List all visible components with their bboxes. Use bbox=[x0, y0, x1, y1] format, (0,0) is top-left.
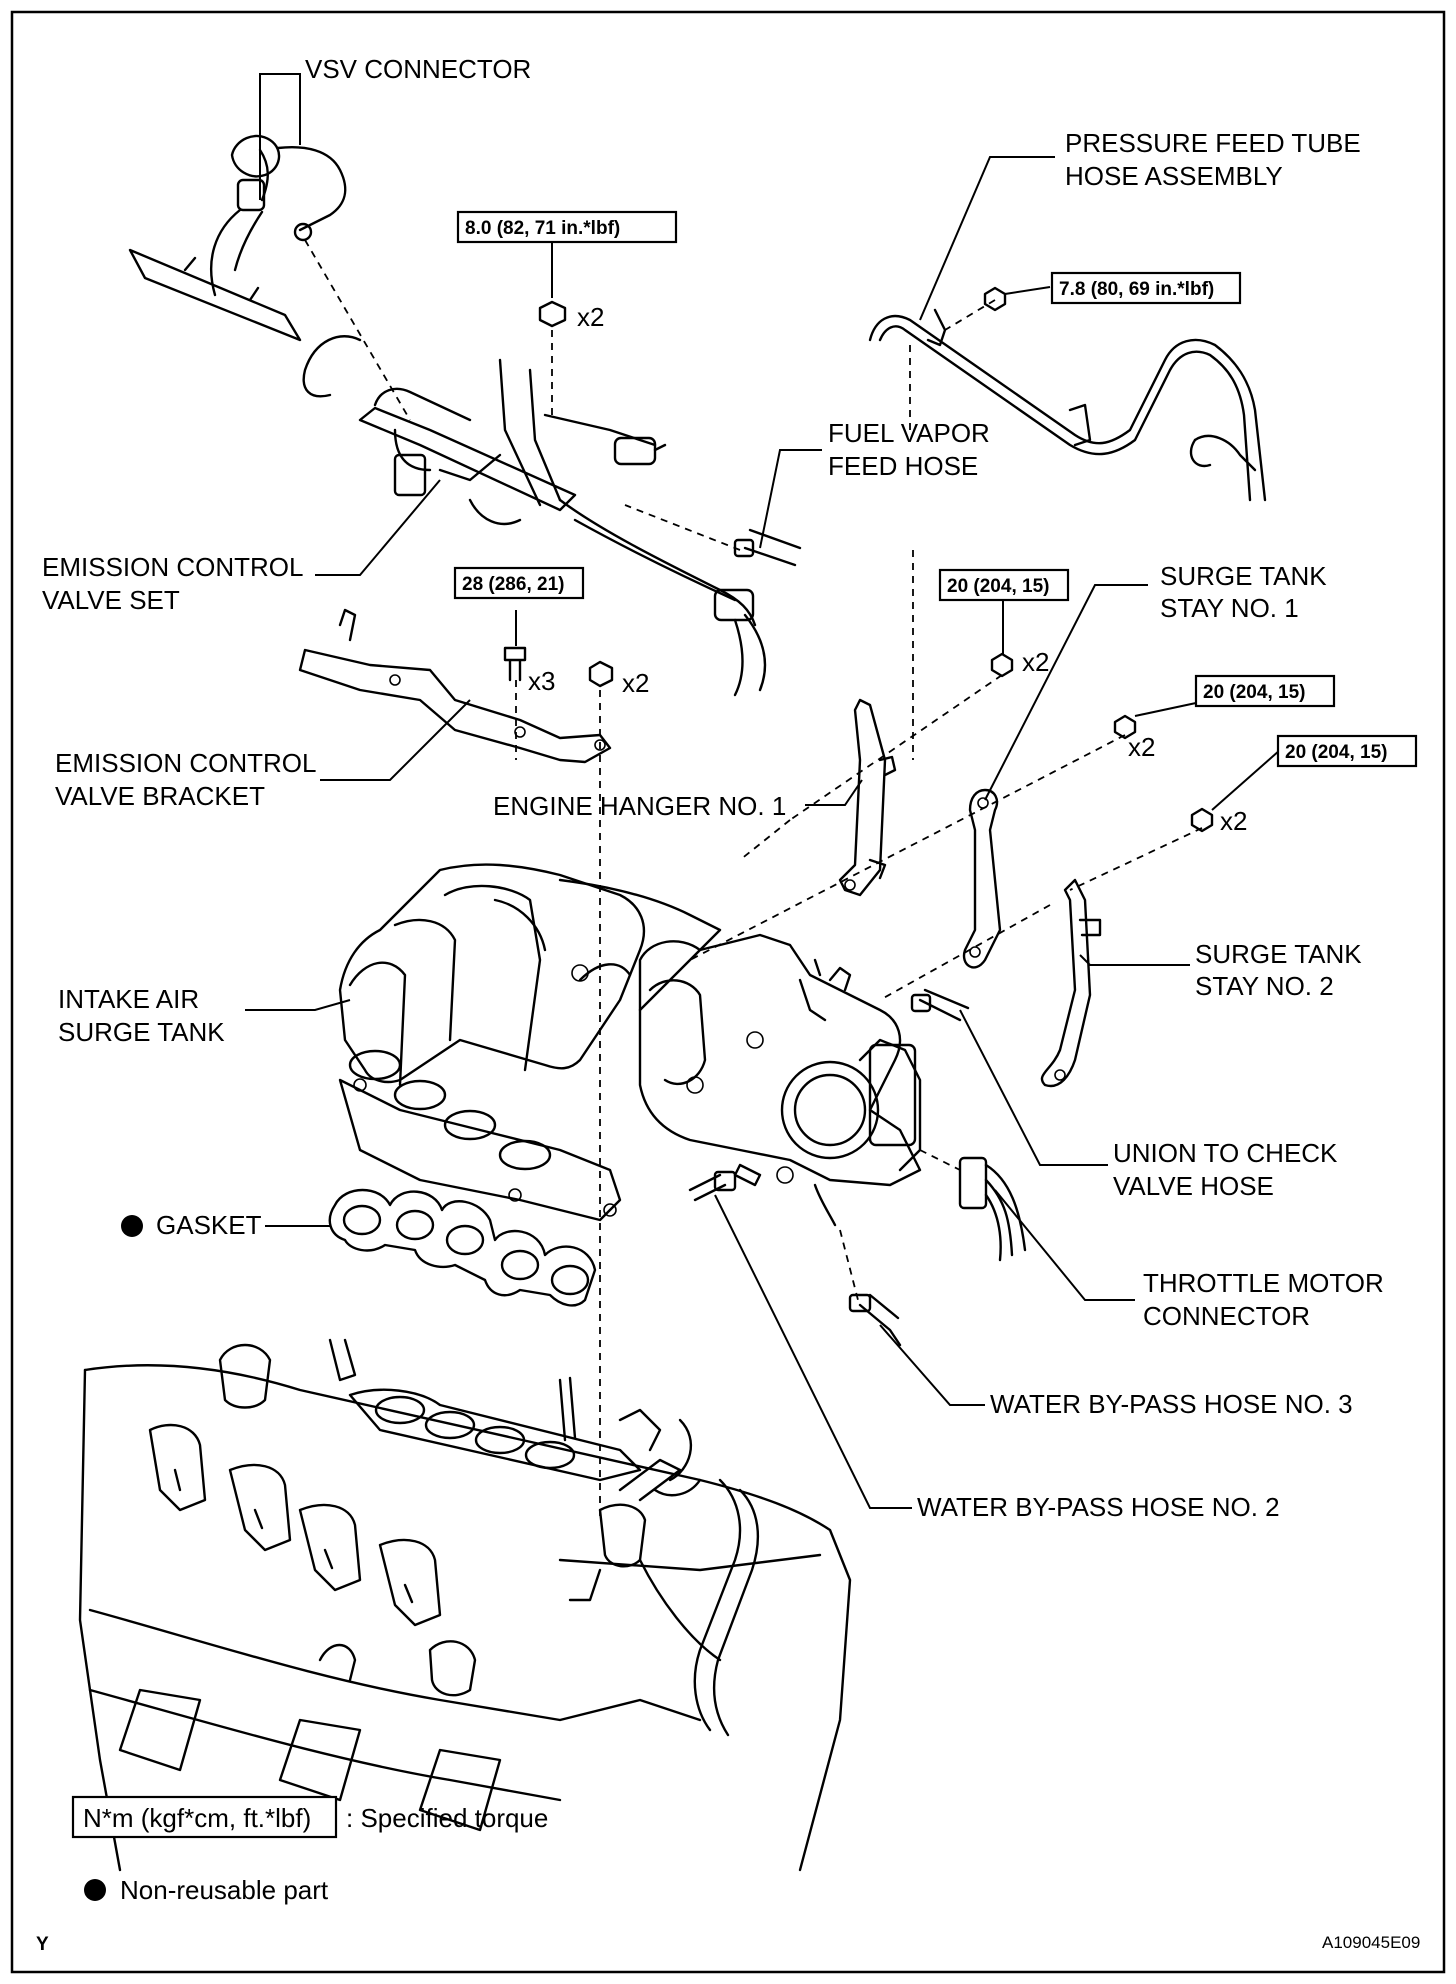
qty-bracket-bolt: x3 bbox=[528, 666, 555, 696]
corner-left-mark: Y bbox=[36, 1934, 49, 1955]
qty-stay1-bolt: x2 bbox=[1128, 732, 1155, 762]
label-emission-control-valve-set-1: EMISSION CONTROL bbox=[42, 552, 303, 582]
engine-hanger-no1 bbox=[838, 698, 897, 897]
alignment-dashes bbox=[304, 239, 1203, 1520]
throttle-motor-connector bbox=[958, 1156, 1027, 1262]
torque-box-stay2-bolt bbox=[1276, 734, 1418, 768]
qty-bracket-nut: x2 bbox=[622, 668, 649, 698]
label-surge-tank-stay-no1-2: STAY NO. 1 bbox=[1160, 593, 1299, 623]
legend-nonreusable-desc: Non-reusable part bbox=[120, 1875, 329, 1905]
label-emission-control-valve-set-2: VALVE SET bbox=[42, 585, 180, 615]
label-fuel-vapor-feed-hose-2: FEED HOSE bbox=[828, 451, 978, 481]
throttle-body bbox=[638, 933, 922, 1227]
legend-torque-box bbox=[71, 1795, 338, 1839]
torque-stay1-bolt: 20 (204, 15) bbox=[1203, 682, 1305, 703]
legend: N*m (kgf*cm, ft.*lbf) : Specified torque… bbox=[71, 1795, 548, 1905]
label-emission-control-valve-bracket-1: EMISSION CONTROL bbox=[55, 748, 316, 778]
torque-box-bracket-bolt bbox=[453, 566, 585, 600]
bracket-bolt bbox=[503, 646, 527, 682]
hanger-bolt bbox=[990, 652, 1014, 678]
label-engine-hanger-no1: ENGINE HANGER NO. 1 bbox=[493, 791, 786, 821]
qty-hanger-bolt: x2 bbox=[1022, 647, 1049, 677]
diagram-frame bbox=[10, 10, 1446, 1974]
torque-specs: 8.0 (82, 71 in.*lbf) x2 7.8 (80, 69 in.*… bbox=[453, 210, 1418, 836]
torque-bracket-bolt: 28 (286, 21) bbox=[462, 574, 564, 595]
gasket-nonreusable-dot bbox=[121, 1215, 143, 1237]
torque-box-tube-bolt bbox=[1050, 271, 1242, 305]
water-bypass-hose-3 bbox=[848, 1293, 902, 1347]
torque-stay2-bolt: 20 (204, 15) bbox=[1285, 742, 1387, 763]
torque-box-stay1-bolt bbox=[1194, 674, 1336, 708]
label-pressure-feed-tube-2: HOSE ASSEMBLY bbox=[1065, 161, 1283, 191]
label-water-bypass-hose-3: WATER BY-PASS HOSE NO. 3 bbox=[990, 1389, 1353, 1419]
stay1-bolt bbox=[1113, 714, 1137, 740]
label-pressure-feed-tube-1: PRESSURE FEED TUBE bbox=[1065, 128, 1361, 158]
vsv-connector-harness bbox=[128, 134, 347, 342]
bracket-nut bbox=[588, 660, 614, 688]
water-bypass-hose-2 bbox=[688, 1170, 737, 1202]
stay2-bolt bbox=[1190, 807, 1214, 833]
legend-torque-box-text: N*m (kgf*cm, ft.*lbf) bbox=[83, 1803, 311, 1833]
emission-control-valve-set bbox=[302, 335, 767, 697]
label-surge-tank-stay-no2-2: STAY NO. 2 bbox=[1195, 971, 1334, 1001]
label-surge-tank-stay-no1-1: SURGE TANK bbox=[1160, 561, 1327, 591]
tube-bolt bbox=[983, 286, 1007, 312]
label-water-bypass-hose-2: WATER BY-PASS HOSE NO. 2 bbox=[917, 1492, 1280, 1522]
label-vsv-connector: VSV CONNECTOR bbox=[305, 54, 531, 84]
torque-valve-set-nut: 8.0 (82, 71 in.*lbf) bbox=[465, 218, 620, 239]
engine-block bbox=[78, 1338, 852, 1872]
legend-torque-desc: : Specified torque bbox=[346, 1803, 548, 1833]
corner-figure-id: A109045E09 bbox=[1322, 1933, 1420, 1952]
label-gasket: GASKET bbox=[156, 1210, 262, 1240]
label-union-to-check-valve-hose-1: UNION TO CHECK bbox=[1113, 1138, 1338, 1168]
intake-air-surge-tank bbox=[338, 863, 722, 1222]
part-labels: VSV CONNECTOR PRESSURE FEED TUBE HOSE AS… bbox=[42, 54, 1384, 1522]
label-intake-air-surge-tank-1: INTAKE AIR bbox=[58, 984, 199, 1014]
label-fuel-vapor-feed-hose-1: FUEL VAPOR bbox=[828, 418, 990, 448]
qty-valve-set-nut: x2 bbox=[577, 302, 604, 332]
torque-tube-bolt: 7.8 (80, 69 in.*lbf) bbox=[1059, 279, 1214, 300]
valve-set-nut bbox=[538, 300, 567, 328]
label-intake-air-surge-tank-2: SURGE TANK bbox=[58, 1017, 225, 1047]
torque-box-valve-set-nut bbox=[456, 210, 678, 244]
gasket bbox=[328, 1188, 597, 1307]
surge-tank-stay-no2 bbox=[1040, 878, 1102, 1088]
legend-nonreusable-dot bbox=[84, 1879, 106, 1901]
qty-stay2-bolt: x2 bbox=[1220, 806, 1247, 836]
torque-hanger-bolt: 20 (204, 15) bbox=[947, 576, 1049, 597]
torque-box-hanger-bolt bbox=[938, 568, 1070, 602]
label-emission-control-valve-bracket-2: VALVE BRACKET bbox=[55, 781, 265, 811]
emission-control-valve-bracket bbox=[298, 608, 612, 764]
pressure-feed-tube-hose bbox=[868, 308, 1267, 502]
label-union-to-check-valve-hose-2: VALVE HOSE bbox=[1113, 1171, 1274, 1201]
label-throttle-motor-connector-2: CONNECTOR bbox=[1143, 1301, 1310, 1331]
union-to-check-valve-hose bbox=[910, 988, 970, 1022]
fuel-vapor-feed-hose bbox=[733, 528, 802, 567]
label-surge-tank-stay-no2-1: SURGE TANK bbox=[1195, 939, 1362, 969]
surge-tank-stay-no1 bbox=[962, 788, 1002, 969]
label-throttle-motor-connector-1: THROTTLE MOTOR bbox=[1143, 1268, 1384, 1298]
